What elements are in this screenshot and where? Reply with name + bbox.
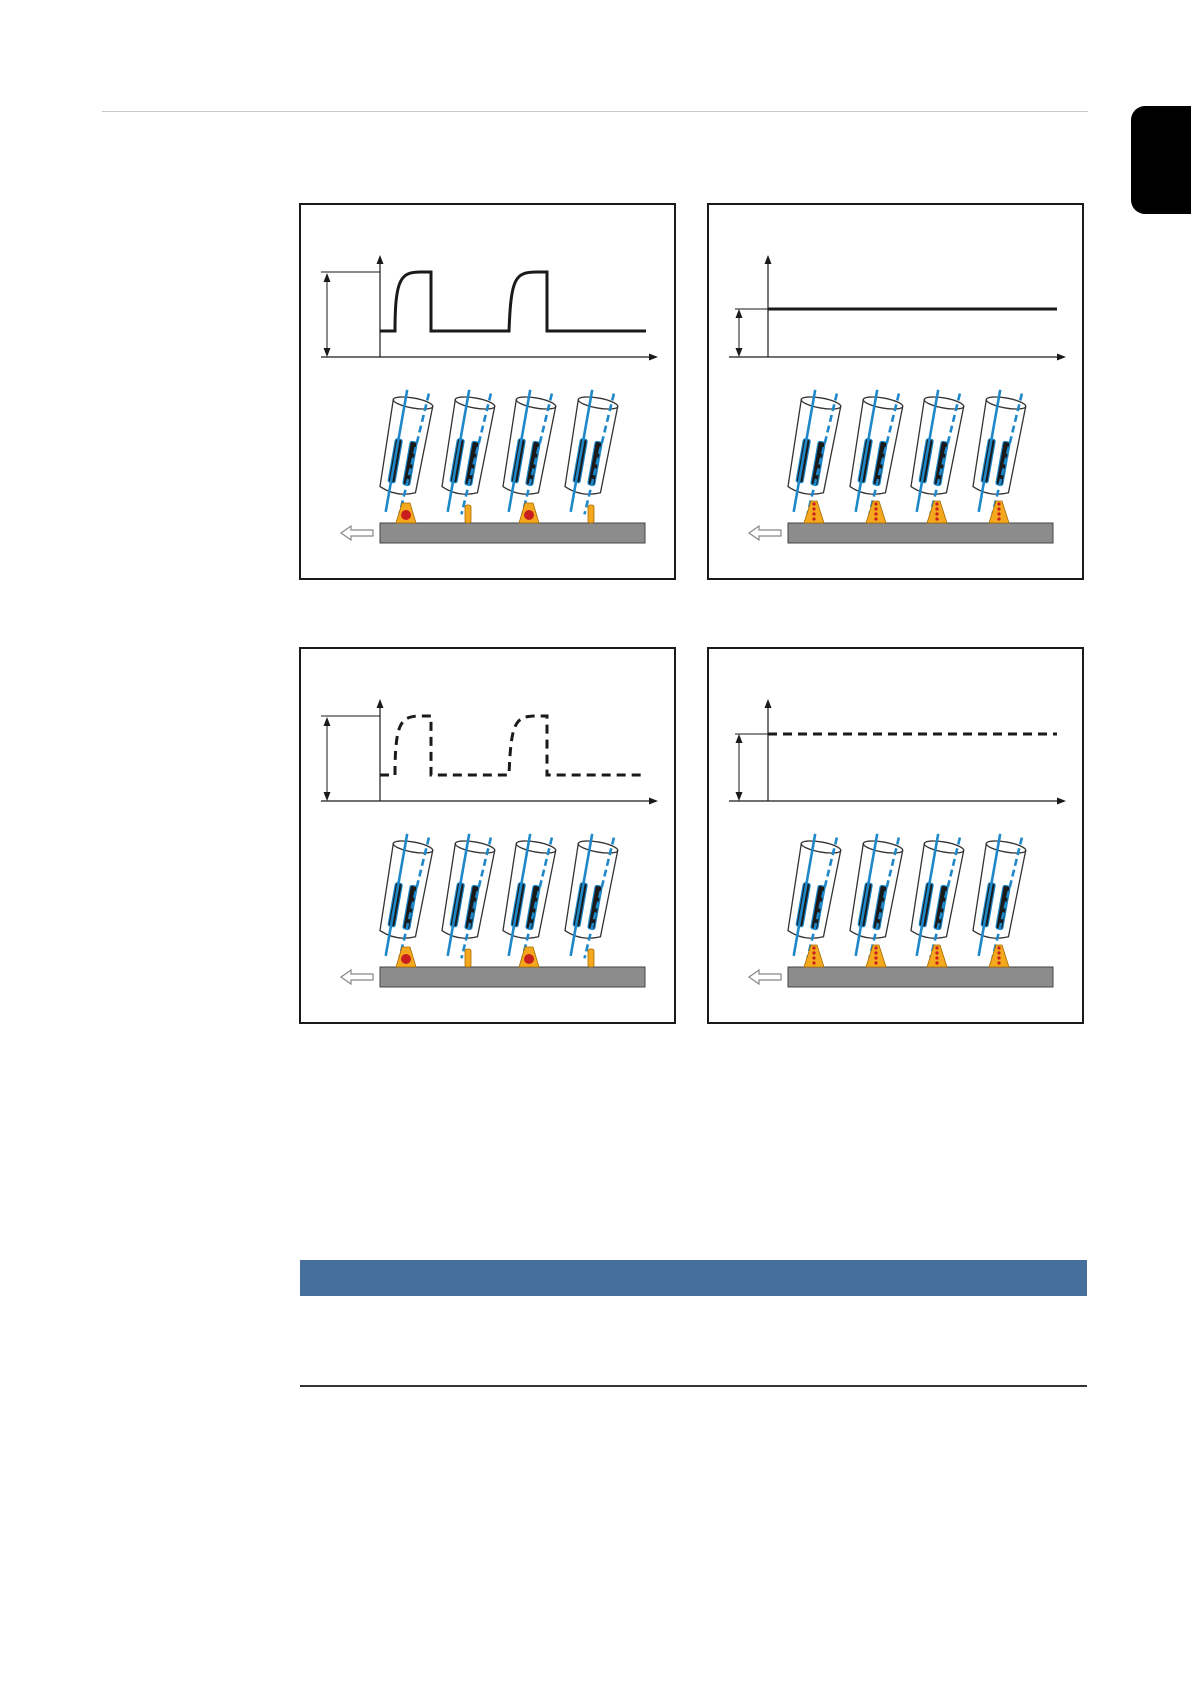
figure-pulsed-dashed xyxy=(299,647,676,1024)
spray-droplet xyxy=(935,951,938,954)
spray-droplet xyxy=(874,507,877,510)
spray-droplet xyxy=(812,502,815,505)
spray-droplet xyxy=(997,507,1000,510)
spray-droplet xyxy=(935,502,938,505)
welding-torch-icon xyxy=(497,388,558,517)
notice-bar xyxy=(300,1260,1087,1296)
y-axis-arrow xyxy=(377,255,384,264)
welding-torch-icon xyxy=(436,832,497,961)
welding-torch-icon xyxy=(782,388,843,517)
language-tab[interactable] xyxy=(1131,106,1191,214)
short-arc xyxy=(465,505,471,523)
welding-torch-icon xyxy=(374,388,435,517)
welding-torch-icon xyxy=(559,832,620,961)
spray-droplet xyxy=(935,517,938,520)
spray-droplet xyxy=(874,951,877,954)
workpiece xyxy=(788,967,1053,987)
spray-droplet xyxy=(874,961,877,964)
diagram-constant-dashed xyxy=(709,649,1082,1022)
spray-droplet xyxy=(997,517,1000,520)
spray-droplet xyxy=(935,946,938,949)
x-axis-arrow xyxy=(1057,354,1066,361)
workpiece xyxy=(788,523,1053,543)
spray-droplet xyxy=(935,961,938,964)
spray-droplet xyxy=(812,517,815,520)
short-arc xyxy=(588,505,594,523)
spray-droplet xyxy=(812,956,815,959)
diagram-pulsed-dashed xyxy=(301,649,674,1022)
welding-torch-icon xyxy=(844,832,905,961)
spray-droplet xyxy=(874,956,877,959)
figure-pulsed-solid xyxy=(299,203,676,580)
diagram-constant-solid xyxy=(709,205,1082,578)
welding-torch-icon xyxy=(374,832,435,961)
welding-torch-icon xyxy=(782,832,843,961)
spray-droplet xyxy=(935,956,938,959)
welding-torch-icon xyxy=(844,388,905,517)
molten-droplet xyxy=(524,510,534,520)
spray-droplet xyxy=(812,951,815,954)
arrow-left-outline-icon xyxy=(341,970,373,984)
short-arc xyxy=(588,949,594,967)
pulse-signal xyxy=(380,716,646,775)
spray-droplet xyxy=(874,502,877,505)
y-axis-arrow xyxy=(765,699,772,708)
pulse-signal xyxy=(380,272,646,331)
molten-droplet xyxy=(524,954,534,964)
spray-droplet xyxy=(997,502,1000,505)
spray-droplet xyxy=(874,512,877,515)
header-rule xyxy=(102,111,1088,112)
spray-droplet xyxy=(812,507,815,510)
x-axis-arrow xyxy=(649,354,658,361)
welding-torch-icon xyxy=(559,388,620,517)
x-axis-arrow xyxy=(1057,798,1066,805)
workpiece xyxy=(380,967,645,987)
welding-torch-icon xyxy=(436,388,497,517)
spray-droplet xyxy=(935,507,938,510)
spray-droplet xyxy=(997,946,1000,949)
arrow-left-outline-icon xyxy=(749,970,781,984)
spray-droplet xyxy=(812,512,815,515)
y-axis-arrow xyxy=(377,699,384,708)
spray-droplet xyxy=(874,946,877,949)
spray-droplet xyxy=(997,961,1000,964)
molten-droplet xyxy=(401,954,411,964)
spray-droplet xyxy=(935,512,938,515)
molten-droplet xyxy=(401,510,411,520)
short-arc xyxy=(465,949,471,967)
spray-droplet xyxy=(997,512,1000,515)
spray-droplet xyxy=(812,946,815,949)
welding-torch-icon xyxy=(905,832,966,961)
workpiece xyxy=(380,523,645,543)
arrow-left-outline-icon xyxy=(341,526,373,540)
spray-droplet xyxy=(997,951,1000,954)
arrow-left-outline-icon xyxy=(749,526,781,540)
welding-torch-icon xyxy=(497,832,558,961)
welding-torch-icon xyxy=(967,388,1028,517)
figure-constant-dashed xyxy=(707,647,1084,1024)
spray-droplet xyxy=(997,956,1000,959)
diagram-pulsed-solid xyxy=(301,205,674,578)
spray-droplet xyxy=(812,961,815,964)
welding-torch-icon xyxy=(905,388,966,517)
y-axis-arrow xyxy=(765,255,772,264)
welding-torch-icon xyxy=(967,832,1028,961)
notice-rule xyxy=(300,1385,1087,1387)
spray-droplet xyxy=(874,517,877,520)
x-axis-arrow xyxy=(649,798,658,805)
figure-constant-solid xyxy=(707,203,1084,580)
